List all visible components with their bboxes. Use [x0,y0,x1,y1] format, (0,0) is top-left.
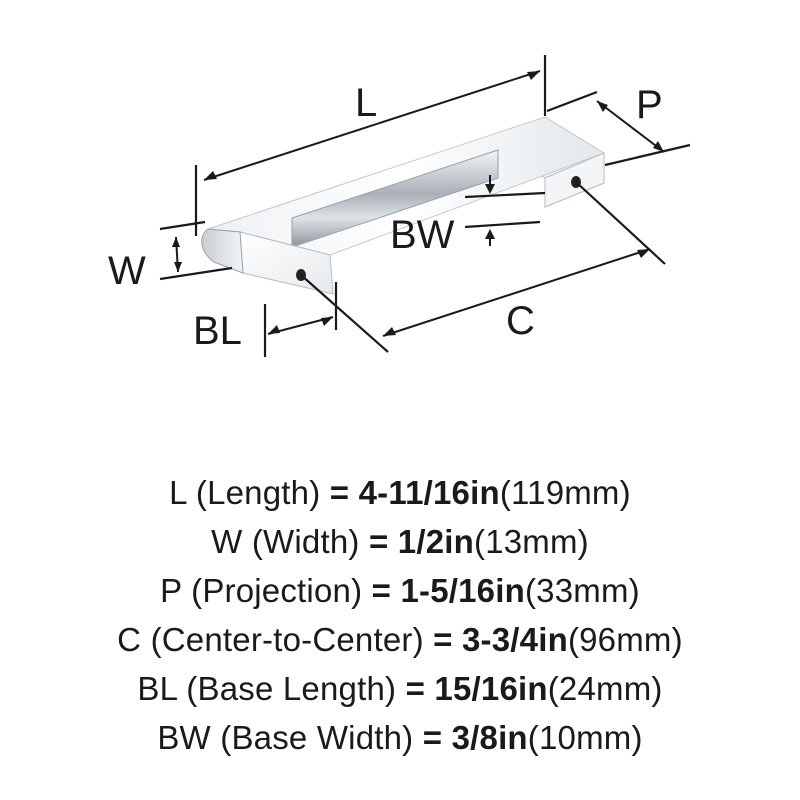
spec-code: C [117,621,142,658]
label-base-length: BL [193,309,242,353]
handle-body [201,116,606,295]
spec-equals: = [433,621,462,658]
spec-name: (Base Length) [176,670,406,707]
spec-code: L [169,474,187,511]
spec-projection: P (Projection) = 1-5/16in(33mm) [0,566,800,615]
spec-name: (Width) [242,523,369,560]
projection-dimension-line [596,100,665,153]
spec-base-length: BL (Base Length) = 15/16in(24mm) [0,664,800,713]
spec-equals: = [371,572,401,609]
spec-imperial-value: 1-5/16in [400,572,525,609]
spec-name: (Projection) [181,572,372,609]
handle-bar [291,149,499,248]
label-base-width: BW [390,213,455,257]
spec-imperial-value: 3-3/4in [461,621,568,658]
spec-code: BL [137,670,177,707]
spec-name: (Center-to-Center) [141,621,434,658]
spec-equals: = [422,719,452,756]
spec-metric-value: (33mm) [524,572,640,609]
center-dimension-line [382,248,651,337]
spec-metric-value: (13mm) [474,523,589,560]
spec-length: L (Length) = 4-11/16in(119mm) [0,468,800,517]
left-end-cap [201,228,244,274]
spec-name: (Base Width) [210,719,423,756]
spec-imperial-value: 15/16in [434,670,548,707]
dimension-labels: L P W BW BL C [108,81,663,353]
label-width: W [108,249,146,293]
spec-name: (Length) [186,474,330,511]
spec-code: BW [157,719,211,756]
specification-list: L (Length) = 4-11/16in(119mm) W (Width) … [0,468,800,762]
dimension-lines [172,70,665,337]
spec-metric-value: (10mm) [527,719,643,756]
label-length: L [355,81,377,125]
pull-handle-diagram: L P W BW BL C [108,55,691,357]
spec-metric-value: (96mm) [567,621,683,658]
spec-equals: = [329,474,359,511]
spec-width: W (Width) = 1/2in(13mm) [0,517,800,566]
label-projection: P [636,83,663,127]
label-center: C [506,299,535,343]
spec-base-width: BW (Base Width) = 3/8in(10mm) [0,713,800,762]
spec-imperial-value: 4-11/16in [358,474,500,511]
spec-center-to-center: C (Center-to-Center) = 3-3/4in(96mm) [0,615,800,664]
spec-code: P [160,572,182,609]
spec-equals: = [405,670,435,707]
extension-lines [159,55,691,357]
length-dimension-line [203,70,541,181]
spec-code: W [211,523,243,560]
spec-imperial-value: 1/2in [397,523,474,560]
spec-equals: = [368,523,398,560]
spec-imperial-value: 3/8in [451,719,528,756]
spec-metric-value: (119mm) [499,474,631,511]
spec-metric-value: (24mm) [547,670,663,707]
